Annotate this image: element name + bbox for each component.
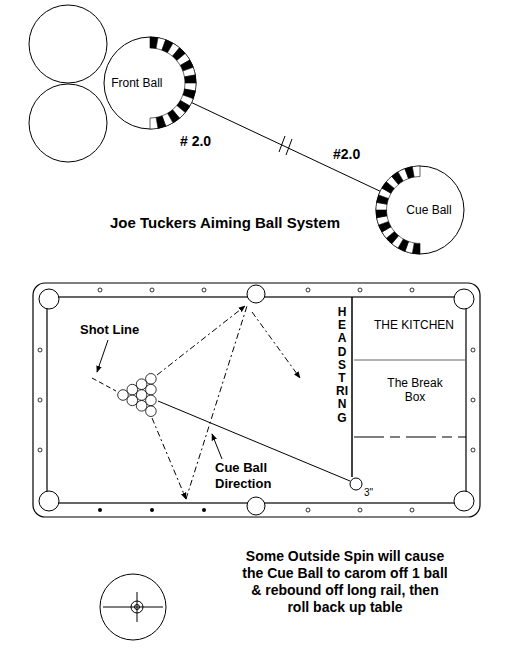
vertical-label: HEAD STRING xyxy=(336,306,348,425)
ball-rack xyxy=(118,374,157,417)
dimension-label: 3" xyxy=(364,487,373,499)
leader-line xyxy=(97,340,108,372)
callout-number: #2.0 xyxy=(333,146,360,163)
ball-name: Cue Ball xyxy=(406,203,451,217)
leader-line xyxy=(212,434,222,459)
callout-label: Shot Line xyxy=(80,322,139,338)
region-label: THE KITCHEN xyxy=(362,318,466,332)
back-ball xyxy=(29,5,107,83)
cue-ball-spot xyxy=(350,478,362,490)
head-string-line xyxy=(351,297,353,477)
break-box-line xyxy=(354,360,466,361)
break-mark xyxy=(279,136,292,155)
break-box-line xyxy=(354,436,466,437)
pool-table xyxy=(33,283,480,517)
back-ball xyxy=(29,84,107,162)
ball-circle: Cue Ball xyxy=(375,165,465,255)
callout-label: Cue Ball Direction xyxy=(215,460,287,491)
caption: Some Outside Spin will cause the Cue Bal… xyxy=(240,548,450,616)
spin-ball xyxy=(100,574,166,640)
ball-name: Front Ball xyxy=(111,76,162,90)
callout-number: # 2.0 xyxy=(180,133,211,150)
ball-circle: Front Ball xyxy=(103,36,197,130)
title: Joe Tuckers Aiming Ball System xyxy=(60,214,390,232)
aim-line xyxy=(192,103,381,192)
region-label: The Break Box xyxy=(385,376,445,405)
